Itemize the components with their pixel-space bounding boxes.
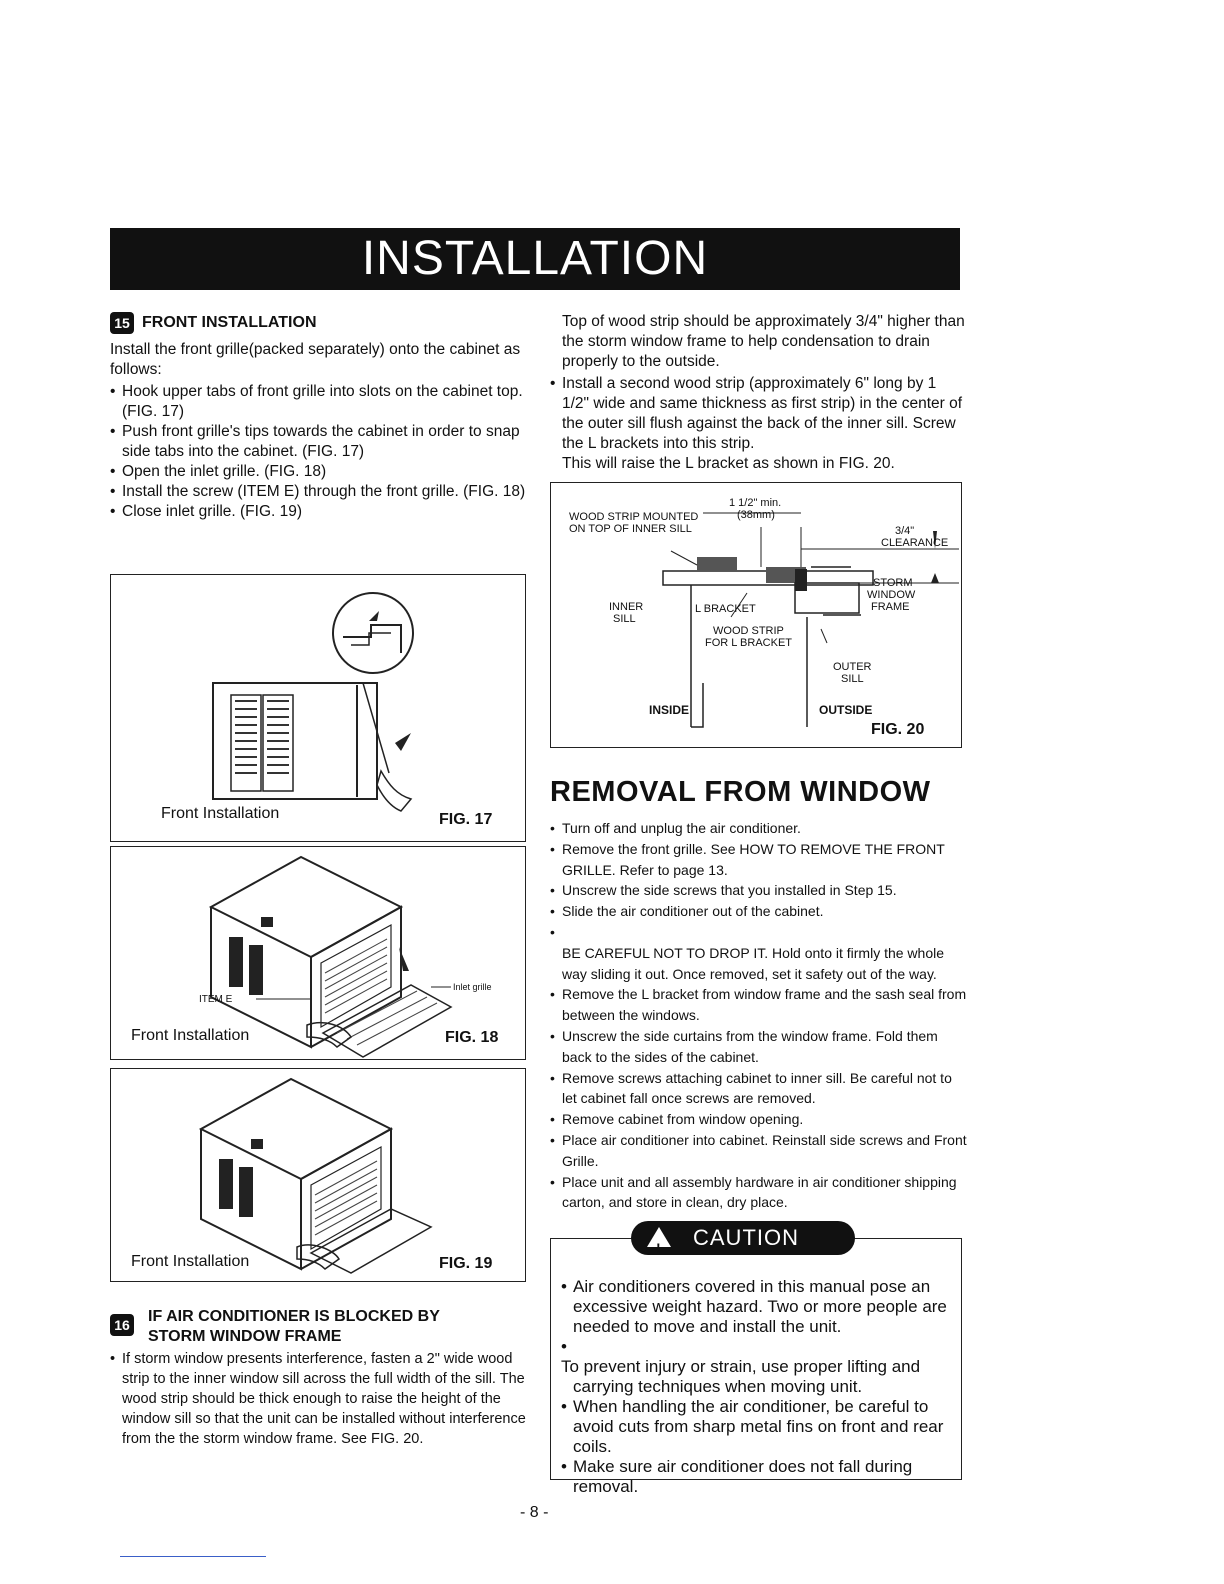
list-item-continued: BE CAREFUL NOT TO DROP IT. Hold onto it … bbox=[550, 922, 970, 984]
fig20-inside: INSIDE bbox=[649, 703, 690, 717]
step-16-list: If storm window presents interference, f… bbox=[110, 1349, 530, 1449]
fig18-item-label: ITEM E bbox=[199, 994, 233, 1005]
storm-window-paragraph: Top of wood strip should be approximatel… bbox=[562, 313, 965, 370]
fig20-outer-2: SILL bbox=[841, 673, 864, 685]
step-15-intro: Install the front grille(packed separate… bbox=[110, 341, 521, 378]
figure-18: ITEM E Inlet grille Front Installation F… bbox=[110, 846, 526, 1060]
removal-steps: Turn off and unplug the air conditioner.… bbox=[550, 816, 970, 1213]
fig20-min-label: 1 1/2" min. bbox=[729, 497, 782, 509]
caution-list: Air conditioners covered in this manual … bbox=[561, 1275, 956, 1497]
fig17-number: FIG. 17 bbox=[439, 811, 493, 828]
fig20-wood-strip-1: WOOD STRIP bbox=[713, 625, 784, 637]
caution-label: CAUTION bbox=[693, 1225, 799, 1250]
fig20-wood-strip-2: FOR L BRACKET bbox=[705, 637, 792, 649]
fig20-illustration bbox=[662, 512, 959, 728]
right-column: Top of wood strip should be approximatel… bbox=[550, 312, 967, 1496]
caution-extra: To prevent injury or strain, use proper … bbox=[561, 1357, 921, 1396]
fig19-number: FIG. 19 bbox=[439, 1255, 493, 1272]
fig20-inner-2: SILL bbox=[613, 613, 636, 625]
section-banner: INSTALLATION bbox=[110, 228, 960, 290]
warning-mark: ! bbox=[656, 1240, 661, 1256]
list-item: When handling the air conditioner, be ca… bbox=[561, 1397, 956, 1457]
fig20-outer-1: OUTER bbox=[833, 661, 872, 673]
list-item: Open the inlet grille. (FIG. 18) bbox=[110, 462, 530, 482]
fig20-wood-mounted-1: WOOD STRIP MOUNTED bbox=[569, 511, 699, 523]
fig20-number: FIG. 20 bbox=[871, 721, 925, 738]
storm-window-continued: Top of wood strip should be approximatel… bbox=[550, 312, 965, 474]
fig18-number: FIG. 18 bbox=[445, 1029, 499, 1046]
storm-window-list: Install a second wood strip (approximate… bbox=[550, 374, 965, 454]
fig20-three-quarter: 3/4" bbox=[895, 525, 915, 537]
list-item: Place unit and all assembly hardware in … bbox=[550, 1172, 970, 1214]
removal-list: Turn off and unplug the air conditioner.… bbox=[550, 818, 970, 1213]
warning-triangle-icon bbox=[647, 1227, 671, 1247]
list-item: Hook upper tabs of front grille into slo… bbox=[110, 382, 530, 422]
list-item: Remove the L bracket from window frame a… bbox=[550, 984, 970, 1026]
list-item: Push front grille's tips towards the cab… bbox=[110, 422, 530, 462]
list-item: Install a second wood strip (approximate… bbox=[550, 374, 965, 454]
list-item: Slide the air conditioner out of the cab… bbox=[550, 901, 970, 922]
list-item: Place air conditioner into cabinet. Rein… bbox=[550, 1130, 970, 1172]
list-item: Unscrew the side curtains from the windo… bbox=[550, 1026, 970, 1068]
storm-window-after: This will raise the L bracket as shown i… bbox=[562, 455, 895, 472]
caution-items: Air conditioners covered in this manual … bbox=[561, 1277, 956, 1497]
fig18-caption: Front Installation bbox=[131, 1027, 250, 1044]
fig20-outside: OUTSIDE bbox=[819, 703, 873, 717]
list-item: Remove cabinet from window opening. bbox=[550, 1109, 970, 1130]
careful-note: BE CAREFUL NOT TO DROP IT. Hold onto it … bbox=[562, 944, 945, 982]
list-item: Turn off and unplug the air conditioner. bbox=[550, 818, 970, 839]
fig20-l-bracket: L BRACKET bbox=[695, 603, 756, 615]
fig20-storm-3: FRAME bbox=[871, 601, 910, 613]
fig18-inlet-label: Inlet grille bbox=[453, 982, 492, 992]
caution-box: ! CAUTION Air conditioners covered in th… bbox=[550, 1221, 962, 1496]
figure-19: Front Installation FIG. 19 bbox=[110, 1068, 526, 1282]
list-item: Remove the front grille. See HOW TO REMO… bbox=[550, 839, 970, 881]
fig19-caption: Front Installation bbox=[131, 1253, 250, 1270]
list-item: Remove screws attaching cabinet to inner… bbox=[550, 1068, 970, 1110]
list-item: If storm window presents interference, f… bbox=[110, 1349, 530, 1449]
step-16-title-line2: STORM WINDOW FRAME bbox=[148, 1328, 342, 1345]
step-15-badge: 15 bbox=[110, 312, 134, 334]
fig20-wood-mounted-2: ON TOP OF INNER SILL bbox=[569, 523, 692, 535]
fig17-illustration bbox=[212, 592, 414, 812]
step-15-heading: 15 FRONT INSTALLATION bbox=[110, 312, 530, 334]
step-15-list: Hook upper tabs of front grille into slo… bbox=[110, 382, 530, 522]
fig20-storm-1: STORM bbox=[873, 577, 913, 589]
fig20-clearance: CLEARANCE bbox=[881, 537, 949, 549]
step-16: 16 IF AIR CONDITIONER IS BLOCKED BY STOR… bbox=[110, 1306, 530, 1449]
step-15-title: FRONT INSTALLATION bbox=[142, 314, 317, 331]
list-item: Unscrew the side screws that you install… bbox=[550, 880, 970, 901]
step-16-badge: 16 bbox=[110, 1314, 134, 1336]
step-16-heading: 16 IF AIR CONDITIONER IS BLOCKED BY STOR… bbox=[110, 1306, 530, 1347]
fig18-illustration bbox=[208, 855, 453, 1058]
list-item: Make sure air conditioner does not fall … bbox=[561, 1457, 956, 1497]
figure-20: 1 1/2" min. (38mm) WOOD STRIP MOUNTED ON… bbox=[550, 482, 962, 748]
fig19-illustration bbox=[198, 1077, 433, 1274]
list-item: Air conditioners covered in this manual … bbox=[561, 1277, 956, 1337]
removal-heading: REMOVAL FROM WINDOW bbox=[550, 776, 931, 808]
left-column: 15 FRONT INSTALLATION Install the front … bbox=[110, 312, 530, 1447]
step-16-title-line1: IF AIR CONDITIONER IS BLOCKED BY bbox=[148, 1308, 440, 1325]
fig20-storm-2: WINDOW bbox=[867, 589, 916, 601]
fig20-mm-label: (38mm) bbox=[737, 509, 775, 521]
list-item: Install the screw (ITEM E) through the f… bbox=[110, 482, 530, 502]
caution-badge: ! CAUTION bbox=[631, 1221, 855, 1256]
fig20-inner-1: INNER bbox=[609, 601, 644, 613]
fig17-caption: Front Installation bbox=[161, 805, 280, 822]
footer-rule bbox=[120, 1556, 266, 1557]
figure-17: Front Installation FIG. 17 bbox=[110, 574, 526, 842]
list-item-continued: To prevent injury or strain, use proper … bbox=[561, 1337, 956, 1397]
list-item: Close inlet grille. (FIG. 19) bbox=[110, 502, 530, 522]
page-number: - 8 - bbox=[520, 1504, 549, 1521]
